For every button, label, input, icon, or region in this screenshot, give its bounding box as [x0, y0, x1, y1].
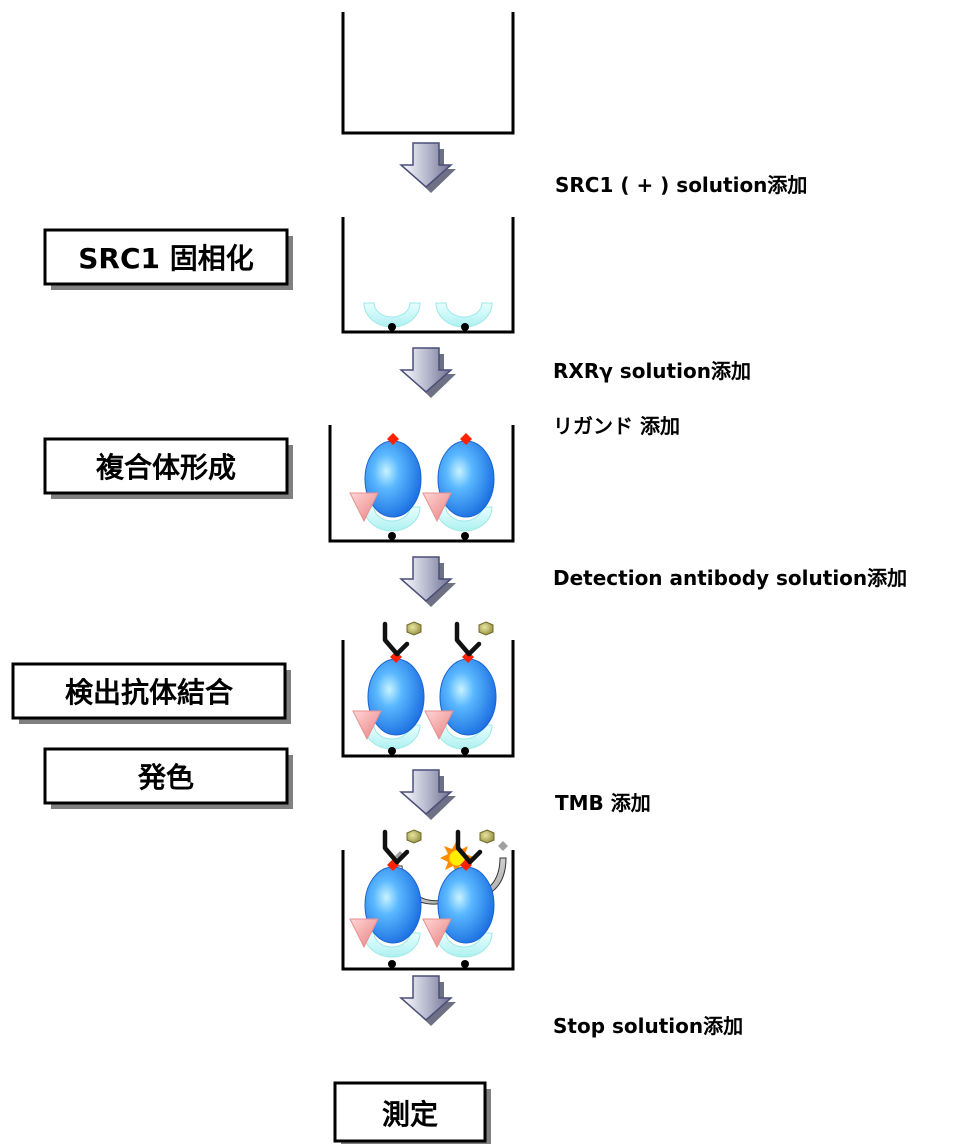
step-label-detect: 検出抗体結合 [65, 676, 234, 709]
detection-antibody [385, 622, 421, 654]
addition-stop-label: Stop solution添加 [553, 1014, 743, 1038]
down-arrow-icon [400, 556, 457, 608]
anchor-dot [461, 747, 469, 755]
detection-antibody [385, 830, 421, 862]
rxr-receptor [424, 650, 497, 740]
step-box-detect: 検出抗体結合 [11, 662, 291, 724]
anchor-dot [461, 532, 469, 540]
anchor-dot [388, 747, 396, 755]
anchor-dot [461, 960, 469, 968]
anchor-dot [388, 960, 396, 968]
down-arrow-icon [400, 769, 457, 821]
rxr-receptor [349, 432, 422, 522]
detection-antibody [457, 622, 493, 654]
addition-rxr-label: RXRγ solution添加 [553, 359, 751, 383]
down-arrow-icon [400, 975, 457, 1027]
well-complex [328, 425, 515, 543]
addition-ligand-label: リガンド 添加 [553, 414, 680, 438]
well-color [341, 830, 515, 971]
detection-antibody [458, 830, 494, 862]
addition-src1-label: SRC1 ( + ) solution添加 [555, 173, 807, 197]
step-label-color: 発色 [137, 761, 194, 794]
down-arrow-icon [400, 347, 457, 399]
step-box-measure: 測定 [333, 1081, 491, 1144]
step-box-immobilize: SRC1 固相化 [43, 228, 293, 290]
rxr-receptor [349, 858, 422, 948]
step-box-complex: 複合体形成 [43, 437, 293, 499]
substrate-icon [498, 841, 508, 851]
anchor-dot [461, 323, 469, 331]
step-label-immobilize: SRC1 固相化 [78, 242, 254, 275]
anchor-dot [388, 323, 396, 331]
addition-detection-label: Detection antibody solution添加 [553, 566, 907, 590]
step-label-complex: 複合体形成 [96, 451, 236, 484]
well-detect [341, 622, 515, 758]
well-empty [341, 12, 515, 135]
rxr-receptor [422, 432, 495, 522]
step-label-measure: 測定 [382, 1098, 438, 1131]
down-arrow-icon [400, 142, 457, 194]
step-box-color: 発色 [43, 747, 293, 809]
rxr-receptor [352, 650, 425, 740]
addition-tmb-label: TMB 添加 [555, 791, 651, 815]
anchor-dot [388, 532, 396, 540]
well-immobilized [341, 217, 515, 334]
